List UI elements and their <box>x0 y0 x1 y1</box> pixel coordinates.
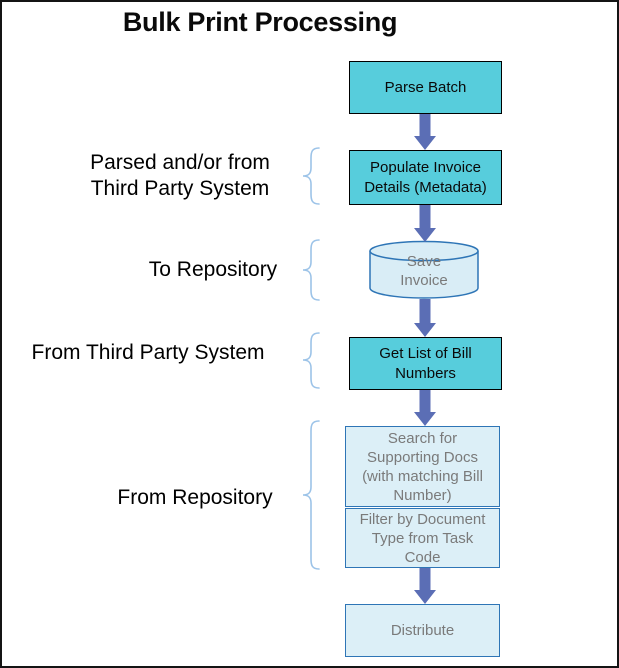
flow-node-populate-invoice: Populate Invoice Details (Metadata) <box>349 150 502 205</box>
flow-arrow-down-icon <box>414 205 436 242</box>
database-cylinder-icon <box>369 240 479 299</box>
curly-brace-icon <box>302 420 320 570</box>
flow-arrow-down-icon <box>414 299 436 337</box>
flow-node-search-docs: Search for Supporting Docs (with matchin… <box>345 426 500 507</box>
flow-arrow-down-icon <box>414 390 436 426</box>
annotation-search: From Repository <box>117 486 273 509</box>
flow-node-save-invoice: Save Invoice <box>368 240 480 300</box>
curly-brace-icon <box>302 147 320 205</box>
flow-arrow-down-icon <box>414 114 436 150</box>
flow-node-parse-batch: Parse Batch <box>349 61 502 114</box>
flow-node-save-invoice-label: Save Invoice <box>400 253 448 289</box>
curly-brace-icon <box>302 239 320 301</box>
annotation-save: To Repository <box>148 258 278 281</box>
flow-node-get-bill-numbers: Get List of Bill Numbers <box>349 337 502 390</box>
annotation-populate: Parsed and/or from Third Party System <box>90 151 270 200</box>
flow-node-distribute: Distribute <box>345 604 500 657</box>
curly-brace-icon <box>302 332 320 389</box>
page-title: Bulk Print Processing <box>122 7 398 37</box>
flow-node-filter-doctype: Filter by Document Type from Task Code <box>345 508 500 568</box>
flow-arrow-down-icon <box>414 568 436 604</box>
annotation-get-bills: From Third Party System <box>31 341 265 364</box>
